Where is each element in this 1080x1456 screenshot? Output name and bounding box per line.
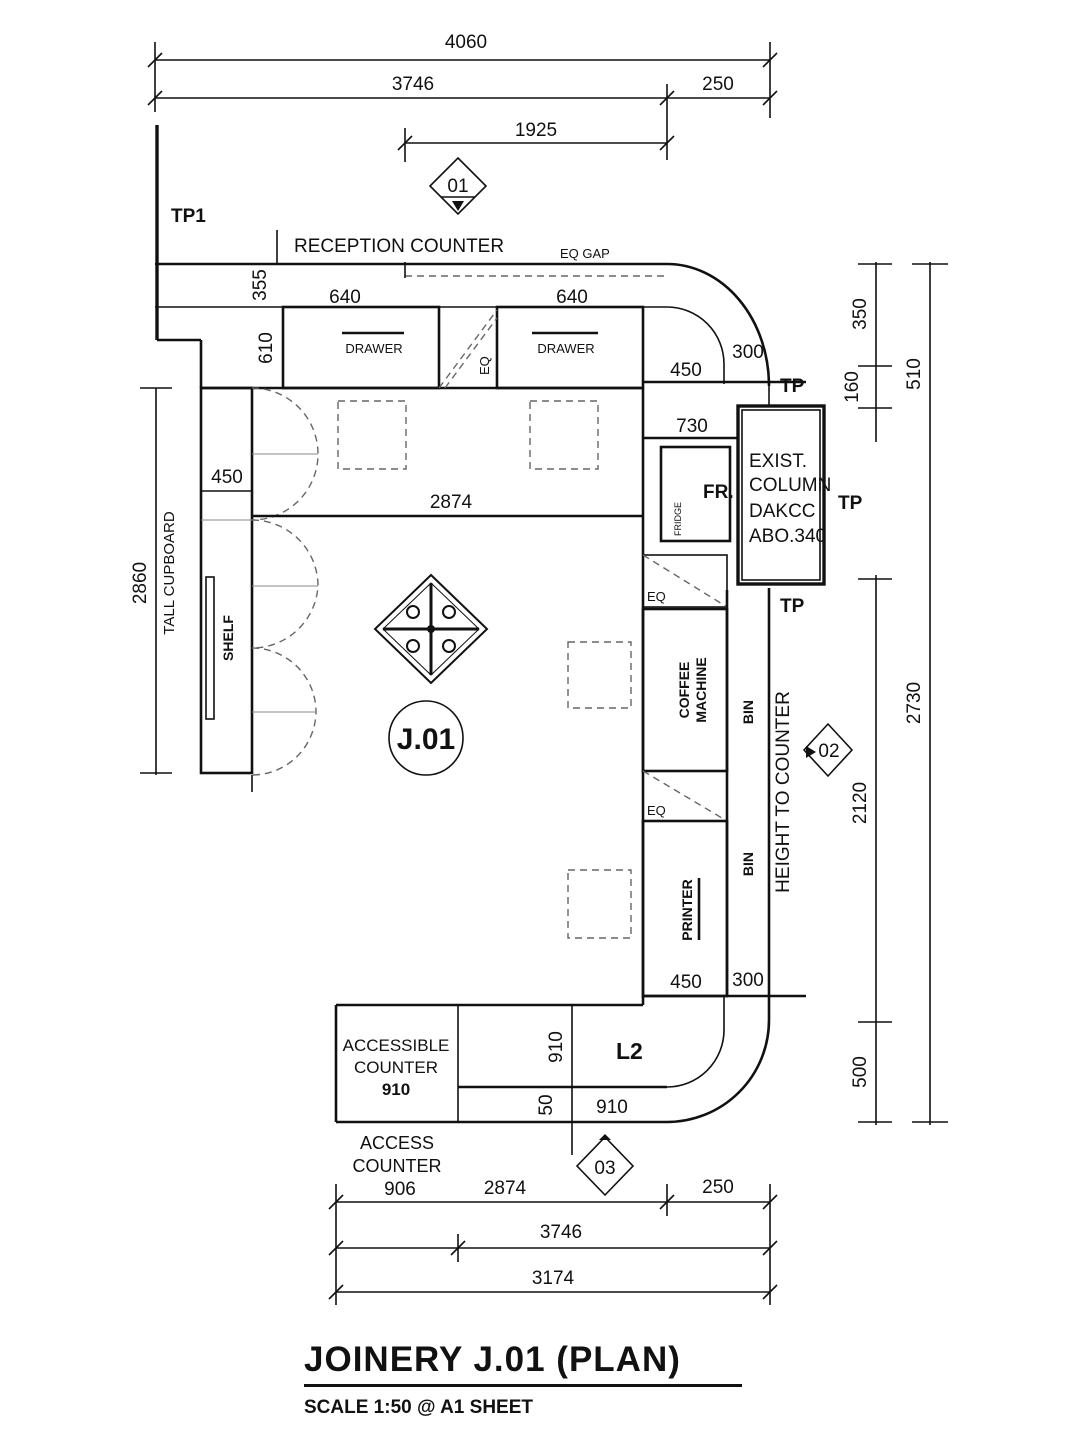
drawing-title: JOINERY J.01 (PLAN) bbox=[304, 1340, 681, 1379]
access-line-2: COUNTER bbox=[353, 1156, 442, 1176]
dim-right-500: 500 bbox=[850, 1056, 871, 1088]
access-line-1: ACCESS bbox=[360, 1133, 434, 1153]
bottom-dimensions: 906 2874 250 3746 3174 bbox=[328, 1177, 778, 1305]
dim-accessible-910: 910 bbox=[546, 1031, 567, 1063]
fridge-label: FRIDGE bbox=[673, 502, 683, 536]
joinery-tag-label: J.01 bbox=[397, 723, 455, 756]
dim-right-350: 350 bbox=[850, 298, 871, 330]
stool-3 bbox=[567, 641, 632, 709]
dim-bottom-250: 250 bbox=[702, 1177, 734, 1198]
dim-top-right: 250 bbox=[702, 74, 734, 95]
bin-label-1: BIN bbox=[740, 700, 756, 724]
dim-bottom-2874: 2874 bbox=[484, 1178, 527, 1199]
dim-bottom-return-300: 300 bbox=[732, 970, 764, 991]
dim-return-450: 450 bbox=[670, 360, 702, 381]
dim-step-910: 910 bbox=[596, 1097, 628, 1118]
interior: 2874 J.01 bbox=[252, 400, 643, 939]
section-marker-03-label: 03 bbox=[594, 1158, 615, 1179]
column-line-1: EXIST. bbox=[749, 451, 807, 472]
eq-gap-label: EQ GAP bbox=[560, 246, 610, 261]
right-dimensions: 350 160 510 2730 2120 500 bbox=[842, 262, 948, 1125]
drawing-scale: SCALE 1:50 @ A1 SHEET bbox=[304, 1397, 533, 1418]
bin-label-2: BIN bbox=[740, 852, 756, 876]
dim-drawer-width-a: 640 bbox=[329, 287, 361, 308]
accessible-line-2: COUNTER bbox=[354, 1058, 438, 1077]
coffee-line-1: COFFEE bbox=[676, 662, 692, 719]
reception-counter-label: RECEPTION COUNTER bbox=[294, 236, 504, 257]
dim-return-730: 730 bbox=[676, 416, 708, 437]
eq-label-coffee: EQ bbox=[647, 589, 666, 604]
joinery-tag: J.01 bbox=[388, 700, 464, 776]
section-marker-02-label: 02 bbox=[818, 741, 839, 762]
coffee-line-2: MACHINE bbox=[693, 657, 709, 722]
dim-right-2730: 2730 bbox=[904, 682, 925, 724]
tp-label-bottom: TP bbox=[780, 596, 805, 617]
printer-label: PRINTER bbox=[679, 879, 695, 940]
column-line-3: DAKCC bbox=[749, 501, 816, 522]
section-marker-01: 01 bbox=[428, 156, 488, 216]
top-dimensions: 4060 3746 250 1925 bbox=[147, 32, 778, 162]
column-line-2: COLUMN bbox=[749, 475, 831, 496]
dim-drawer-depth: 610 bbox=[256, 332, 277, 364]
tp-label-right: TP bbox=[838, 493, 863, 514]
title-block: JOINERY J.01 (PLAN) SCALE 1:50 @ A1 SHEE… bbox=[304, 1340, 744, 1419]
dim-step-50: 50 bbox=[536, 1094, 557, 1115]
eq-label-drawer: EQ bbox=[477, 356, 492, 375]
dim-right-160: 160 bbox=[842, 371, 863, 403]
title-underline bbox=[304, 1384, 742, 1387]
height-to-counter-label: HEIGHT TO COUNTER bbox=[773, 691, 794, 893]
dim-inner-width: 2874 bbox=[430, 492, 473, 513]
dim-top-main: 3746 bbox=[392, 74, 434, 95]
tall-cupboard-zone: 2860 TALL CUPBOARD SHELF 450 bbox=[130, 386, 319, 792]
tall-cupboard-label: TALL CUPBOARD bbox=[161, 511, 178, 635]
tp1-label: TP1 bbox=[171, 206, 206, 227]
drawer-label-1: DRAWER bbox=[345, 341, 402, 356]
dim-top-mid: 1925 bbox=[515, 120, 557, 141]
dim-counter-depth: 355 bbox=[250, 269, 271, 301]
eq-label-printer: EQ bbox=[647, 803, 666, 818]
section-marker-02: 02 bbox=[802, 722, 854, 778]
dim-top-overall: 4060 bbox=[445, 32, 487, 53]
stool-4 bbox=[567, 869, 632, 939]
accessible-counter-zone: 450 300 ACCESSIBLE COUNTER 910 910 L2 50… bbox=[334, 970, 806, 1197]
reception-counter: TP1 RECEPTION COUNTER EQ GAP DRAWER DRAW… bbox=[155, 125, 771, 405]
dim-right-510: 510 bbox=[904, 358, 925, 390]
dim-bottom-3174: 3174 bbox=[532, 1268, 575, 1289]
dim-right-2120: 2120 bbox=[850, 782, 871, 824]
tp-label-top: TP bbox=[780, 376, 805, 397]
dim-cupboard-depth: 450 bbox=[211, 467, 243, 488]
dim-bottom-3746: 3746 bbox=[540, 1222, 582, 1243]
column-line-4: ABO.340 bbox=[749, 526, 826, 547]
fridge-column-zone: 450 730 FR. FRIDGE EXIST. COLUMN DAKCC A… bbox=[641, 360, 863, 998]
dim-bottom-return-450: 450 bbox=[670, 972, 702, 993]
accessible-line-3: 910 bbox=[382, 1080, 410, 1099]
stool-1 bbox=[337, 400, 407, 470]
section-marker-03: 03 bbox=[575, 1134, 635, 1197]
l2-label: L2 bbox=[616, 1038, 643, 1064]
floor-finish-symbol bbox=[373, 573, 489, 685]
accessible-line-1: ACCESSIBLE bbox=[343, 1036, 450, 1055]
dim-drawer-width-b: 640 bbox=[556, 287, 588, 308]
fridge-fr-label: FR. bbox=[703, 482, 734, 503]
stool-2 bbox=[529, 400, 599, 470]
shelf-label: SHELF bbox=[220, 615, 236, 661]
dim-corner-radius: 300 bbox=[732, 342, 764, 363]
dim-left-height: 2860 bbox=[130, 562, 151, 604]
dim-bottom-906: 906 bbox=[384, 1179, 416, 1200]
drawer-label-2: DRAWER bbox=[537, 341, 594, 356]
section-marker-01-label: 01 bbox=[447, 176, 468, 197]
